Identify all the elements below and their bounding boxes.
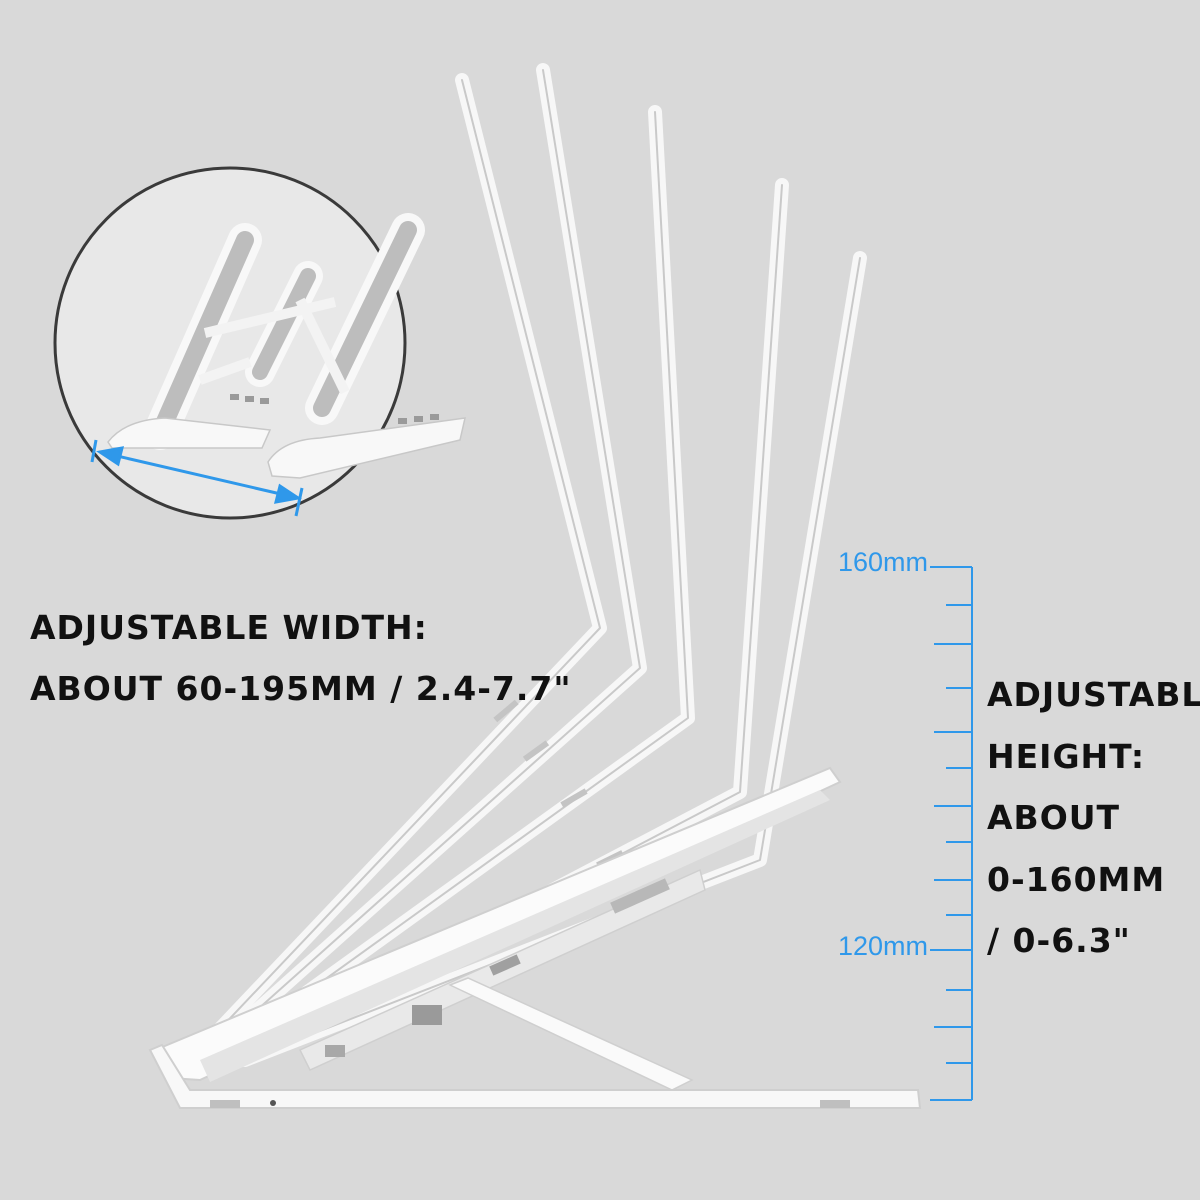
inset-closeup xyxy=(53,166,466,520)
height-caption-line5: / 0-6.3" xyxy=(987,921,1131,960)
scale-label-middle: 120mm xyxy=(838,931,929,961)
height-caption-line4: 0-160MM xyxy=(987,860,1166,899)
width-caption-line2: ABOUT 60-195MM / 2.4-7.7" xyxy=(30,669,572,708)
height-caption-line2: HEIGHT: xyxy=(987,737,1146,776)
height-caption-line1: ADJUSTABLE xyxy=(987,675,1200,714)
height-measure-scale xyxy=(930,566,973,1101)
laptop-stand-main xyxy=(148,766,922,1109)
double-arrow-icon xyxy=(90,439,304,517)
height-caption-line3: ABOUT xyxy=(987,798,1121,837)
width-caption-line1: ADJUSTABLE WIDTH: xyxy=(30,608,428,647)
scale-label-top: 160mm xyxy=(838,547,929,577)
